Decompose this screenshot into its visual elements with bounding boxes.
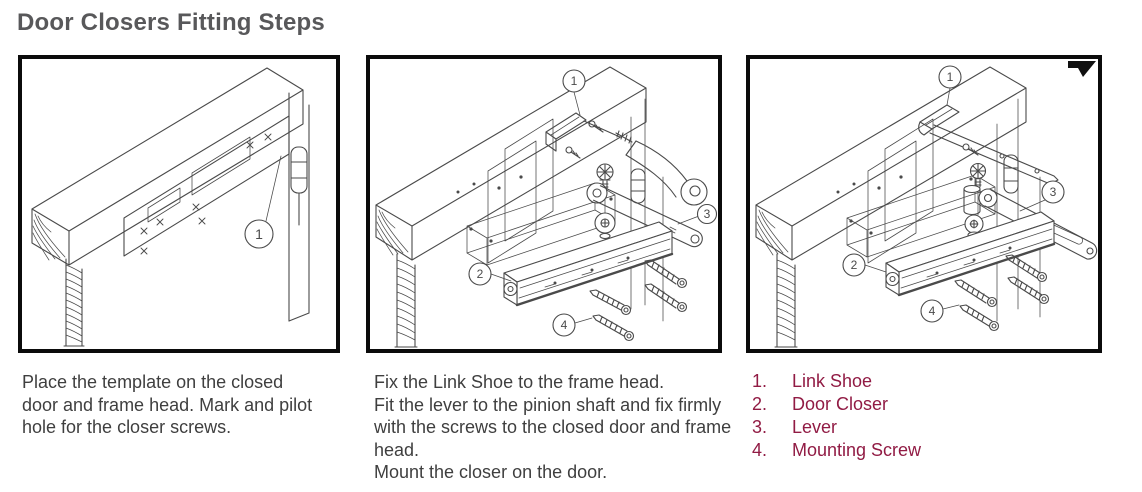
hinge [630, 168, 646, 204]
callout-1: 1 [938, 65, 962, 106]
wood-grain [32, 213, 66, 261]
corner-arrow-icon [1068, 61, 1096, 77]
wood-grain [376, 209, 409, 256]
callout-2-label: 2 [851, 258, 858, 272]
callout-4: 4 [552, 313, 593, 337]
callout-3-label: 3 [704, 207, 711, 221]
legend-label: Lever [792, 417, 838, 437]
legend-number: 4. [752, 440, 768, 460]
legend-item-link-shoe: 1. Link Shoe [752, 370, 921, 393]
door-edge [288, 92, 310, 322]
door-jamb-post [63, 258, 85, 347]
link-shoe [545, 112, 604, 159]
step-1-panel: 1 [18, 55, 340, 353]
hinge [1003, 154, 1019, 194]
pinion-screw [969, 162, 987, 216]
door-jamb-post [394, 253, 418, 348]
door-jamb-post [774, 253, 798, 348]
callout-1: 1 [244, 155, 282, 249]
legend-item-lever: 3. Lever [752, 416, 921, 439]
callout-3-label: 3 [1050, 185, 1057, 199]
callout-1: 1 [562, 69, 586, 116]
lever [978, 188, 1098, 260]
step-3-panel: 1 2 3 4 [746, 55, 1102, 353]
callout-3: 3 [1019, 180, 1065, 212]
lever [586, 182, 703, 248]
step-2-caption: Fix the Link Shoe to the frame head. Fit… [374, 372, 732, 482]
step-2-diagram: 1 2 3 4 [375, 66, 718, 348]
door-closer-body [885, 211, 1056, 297]
legend-number: 1. [752, 371, 768, 391]
parts-legend: 1. Link Shoe 2. Door Closer 3. Lever 4. … [752, 370, 921, 462]
callout-2: 2 [468, 262, 512, 286]
legend-label: Link Shoe [792, 371, 873, 391]
mounting-screws [954, 254, 1050, 332]
callout-3: 3 [677, 203, 718, 225]
screw-marks [140, 133, 272, 255]
callout-1-label: 1 [571, 74, 578, 88]
mounting-template [123, 115, 290, 257]
door-closer-body [503, 221, 674, 307]
legend-number: 2. [752, 394, 768, 414]
door-edge [996, 98, 1041, 322]
page-title: Door Closers Fitting Steps [17, 9, 325, 36]
callout-4: 4 [920, 299, 960, 323]
legend-item-mounting-screw: 4. Mounting Screw [752, 439, 921, 462]
main-arm [583, 120, 708, 206]
door-frame-head [31, 67, 304, 266]
legend-item-door-closer: 2. Door Closer [752, 393, 921, 416]
callout-1-label: 1 [255, 226, 263, 242]
callout-2-label: 2 [477, 267, 484, 281]
mounting-screws [589, 259, 688, 342]
callout-2: 2 [842, 253, 887, 277]
door-frame-head [755, 66, 1027, 261]
construction-planes [867, 118, 934, 264]
step-1-caption: Place the template on the closed door an… [22, 372, 313, 437]
callout-1-label: 1 [947, 70, 954, 84]
wood-grain [756, 209, 789, 256]
door-frame-head [375, 66, 647, 261]
step-3-diagram: 1 2 3 4 [755, 61, 1098, 348]
legend-label: Mounting Screw [792, 440, 922, 460]
pivot-cylinder [963, 184, 981, 216]
legend-number: 3. [752, 417, 768, 437]
step-2-panel: 1 2 3 4 [366, 55, 722, 353]
construction-planes [487, 118, 554, 264]
step-1-diagram: 1 [31, 67, 310, 347]
callout-4-label: 4 [929, 304, 936, 318]
callout-4-label: 4 [561, 318, 568, 332]
hinge [290, 146, 308, 194]
legend-label: Door Closer [792, 394, 889, 414]
